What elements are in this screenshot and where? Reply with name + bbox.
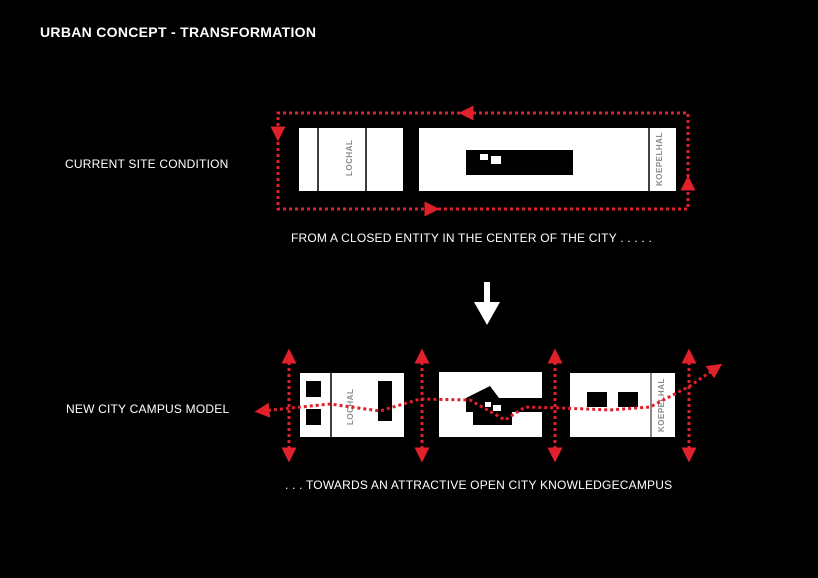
current-site-caption: FROM A CLOSED ENTITY IN THE CENTER OF TH…	[291, 231, 653, 245]
campus-koepelhal-label: KOEPELHAL	[657, 378, 666, 432]
current-lochal-block	[299, 128, 403, 191]
campus-model-label: NEW CITY CAMPUS MODEL	[66, 402, 230, 416]
horizontal-route	[254, 363, 723, 422]
current-lochal-label: LOCHAL	[345, 140, 354, 176]
page-title: URBAN CONCEPT - TRANSFORMATION	[40, 24, 317, 40]
closed-route	[270, 105, 696, 217]
campus-model-plan: LOCHAL KOEPELHAL	[254, 348, 723, 463]
current-site-plan: LOCHAL KOEPELHAL	[270, 105, 696, 217]
current-koepelhal-label: KOEPELHAL	[655, 132, 664, 186]
current-site-label: CURRENT SITE CONDITION	[65, 157, 229, 171]
campus-model-caption: . . . TOWARDS AN ATTRACTIVE OPEN CITY KN…	[285, 478, 673, 492]
transform-arrow-icon	[474, 282, 500, 325]
